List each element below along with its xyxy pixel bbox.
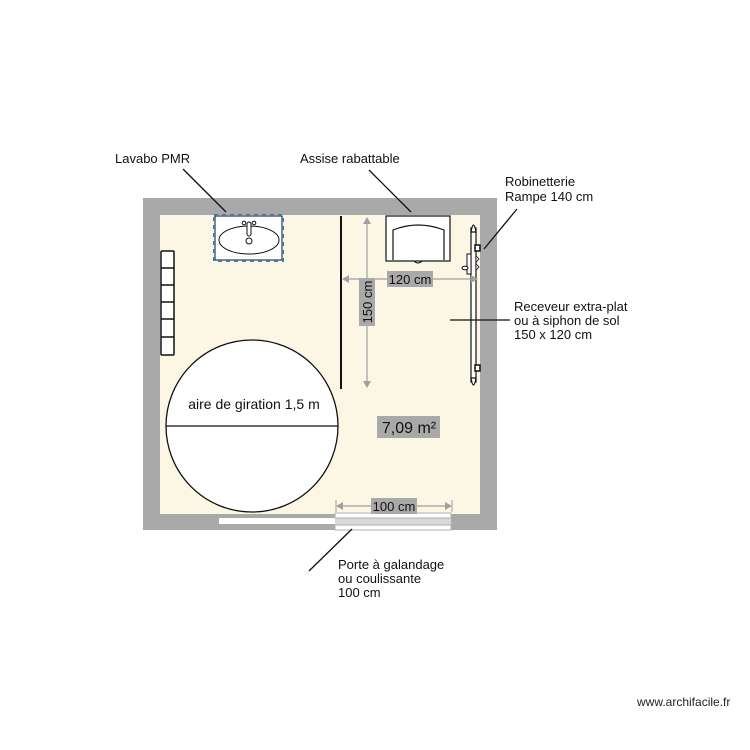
turning-circle[interactable]: aire de giration 1,5 m: [165, 339, 339, 513]
leader-assise: [368, 169, 412, 213]
shower-width-label: 120 cm: [389, 272, 432, 287]
area-label: 7,09 m²: [382, 420, 437, 437]
washbasin[interactable]: [213, 214, 284, 262]
dimension-door-width: 100 cm: [335, 498, 453, 514]
turning-circle-label: aire de giration 1,5 m: [188, 396, 320, 412]
leader-porte: [308, 528, 353, 572]
annotation-robinetterie-2: Rampe 140 cm: [505, 189, 593, 204]
annotation-lavabo: Lavabo PMR: [115, 151, 190, 166]
leader-lavabo: [182, 168, 227, 213]
sliding-door[interactable]: [334, 512, 452, 531]
shower-rail[interactable]: [470, 224, 481, 386]
annotation-assise: Assise rabattable: [300, 151, 400, 166]
door-pocket: [219, 518, 335, 524]
watermark[interactable]: www.archifacile.fr: [637, 695, 731, 709]
annotation-porte-1: Porte à galandage: [338, 557, 444, 572]
folding-seat[interactable]: [385, 215, 451, 264]
towel-radiator[interactable]: [160, 250, 175, 356]
dimension-shower-width: 120 cm: [342, 271, 478, 287]
dimension-shower-depth: 150 cm: [359, 217, 375, 388]
annotation-receveur-3: 150 x 120 cm: [514, 327, 592, 342]
shower-mixer[interactable]: [461, 253, 480, 275]
leader-robinetterie: [483, 208, 518, 250]
door-width-label: 100 cm: [373, 499, 416, 514]
annotation-receveur-1: Receveur extra-plat: [514, 299, 628, 314]
room-area: 7,09 m²: [377, 416, 440, 438]
shower-depth-label: 150 cm: [360, 281, 375, 324]
annotation-receveur-2: ou à siphon de sol: [514, 313, 620, 328]
annotation-robinetterie-1: Robinetterie: [505, 174, 575, 189]
annotation-porte-2: ou coulissante: [338, 571, 421, 586]
annotation-porte-3: 100 cm: [338, 585, 381, 600]
